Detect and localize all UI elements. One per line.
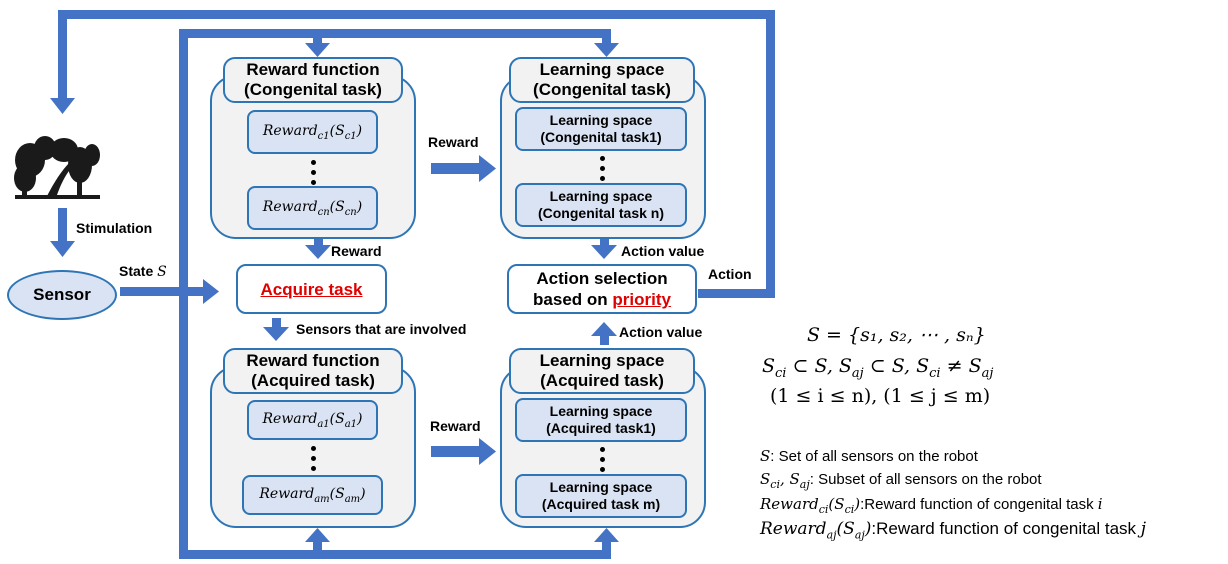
equation-index-range: (1 ≤ i ≤ n), (1 ≤ j ≤ m) [770, 385, 991, 407]
label-reward-mid: Reward [331, 243, 382, 259]
priority-highlight: priority [612, 290, 671, 309]
action-selection-box: Action selection based on priority [507, 264, 697, 314]
acquire-task-box: Acquire task [236, 264, 387, 314]
action-loop-top [58, 10, 775, 19]
bus-top [179, 29, 611, 38]
equation-subsets: Sci ⊂ S, Saj ⊂ S, Sci ≠ Saj [762, 355, 994, 381]
reward-arrow-top [479, 155, 496, 182]
learning-space-congenital-task1: Learning space (Congenital task1) [515, 107, 687, 151]
label-state: State S [119, 263, 167, 280]
acquire-task-label: Acquire task [260, 279, 363, 299]
reward-arrow-mid [305, 245, 331, 259]
label-action: Action [708, 266, 752, 282]
learning-space-congenital-title: Learning space (Congenital task) [509, 57, 695, 103]
action-value-arrow-bottom [591, 322, 617, 336]
reward-function-acquired-title: Reward function (Acquired task) [223, 348, 403, 394]
label-action-value-top: Action value [621, 243, 705, 259]
reward-fn-a1: Rewarda1(Sa1) [247, 400, 378, 440]
learning-space-congenital-taskn: Learning space (Congenital task n) [515, 183, 687, 227]
bus-right-top-stub [602, 29, 611, 43]
learning-space-acquired-task1: Learning space (Acquired task1) [515, 398, 687, 442]
action-loop-right [766, 10, 775, 298]
action-loop-left [58, 10, 67, 100]
label-reward-top: Reward [428, 134, 479, 150]
stimulation-arrow [50, 241, 75, 257]
learning-space-acquired-taskm: Learning space (Acquired task m) [515, 474, 687, 518]
state-arrow-head [203, 279, 219, 304]
bus-arrow-learning-congenital [594, 43, 619, 57]
environment-trees-icon [14, 136, 100, 199]
sensor-node: Sensor [7, 270, 117, 320]
reward-acquired-ellipsis [309, 446, 317, 471]
action-out-stub [698, 289, 775, 298]
action-loop-arrowhead [50, 98, 75, 114]
learning-acquired-ellipsis [598, 447, 606, 472]
learning-space-acquired-title: Learning space (Acquired task) [509, 348, 695, 394]
legend-item-reward-aj: Rewardaj(Saj):Reward function of congeni… [760, 519, 1147, 542]
reward-fn-am: Rewardam(Sam) [242, 475, 383, 515]
label-stimulation: Stimulation [76, 220, 153, 236]
label-reward-bottom: Reward [430, 418, 481, 434]
label-action-value-bottom: Action value [619, 324, 703, 340]
legend-item-reward-ci: Rewardci(Sci):Reward function of congeni… [760, 495, 1103, 516]
bus-bottom [179, 550, 611, 559]
reward-arrow-bottom [479, 438, 496, 465]
legend-item-subsets: Sci, Saj: Subset of all sensors on the r… [760, 470, 1042, 491]
reward-fn-cn: Rewardcn(Scn) [247, 186, 378, 230]
reward-function-congenital-title: Reward function (Congenital task) [223, 57, 403, 103]
legend-item-s: S: Set of all sensors on the robot [760, 447, 978, 465]
bus-arrow-learning-acquired [594, 528, 619, 542]
label-sensors-involved: Sensors that are involved [296, 321, 467, 337]
learning-congenital-ellipsis [598, 156, 606, 181]
sensors-arrow [263, 327, 289, 341]
bus-arrow-reward-acquired [305, 528, 330, 542]
reward-congenital-ellipsis [309, 160, 317, 185]
bus-arrow-reward-congenital [305, 43, 330, 57]
equation-sensor-set: S = {s₁, s₂, ⋯ , sₙ} [807, 324, 986, 346]
reward-fn-c1: Rewardc1(Sc1) [247, 110, 378, 154]
action-value-arrow-top [591, 245, 617, 259]
